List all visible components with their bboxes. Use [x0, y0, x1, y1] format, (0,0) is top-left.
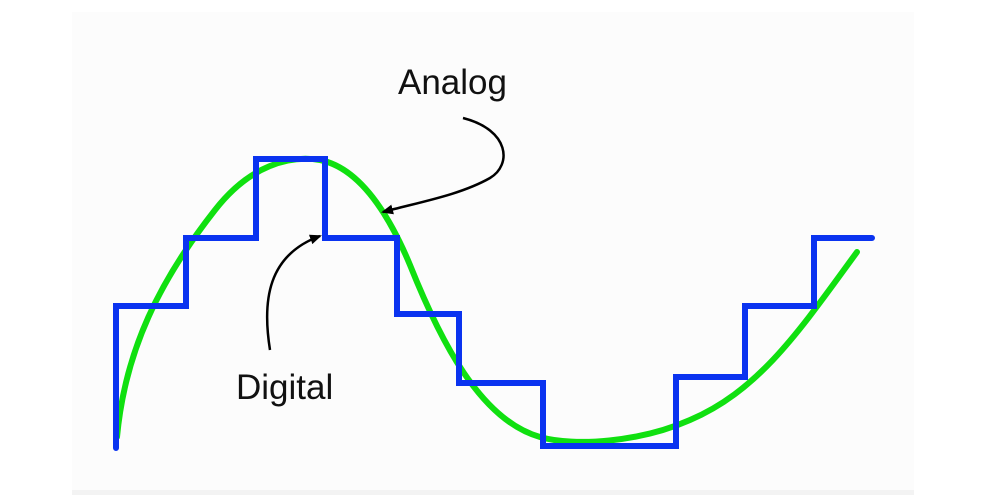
card-shadow	[72, 490, 914, 495]
analog-pointer-arrow	[381, 116, 505, 215]
digital-pointer-arrow	[265, 234, 322, 351]
digital-signal-steps	[113, 156, 875, 451]
analog-label: Analog	[398, 63, 507, 102]
analog-signal-curve	[114, 155, 860, 445]
digital-label: Digital	[236, 368, 333, 407]
